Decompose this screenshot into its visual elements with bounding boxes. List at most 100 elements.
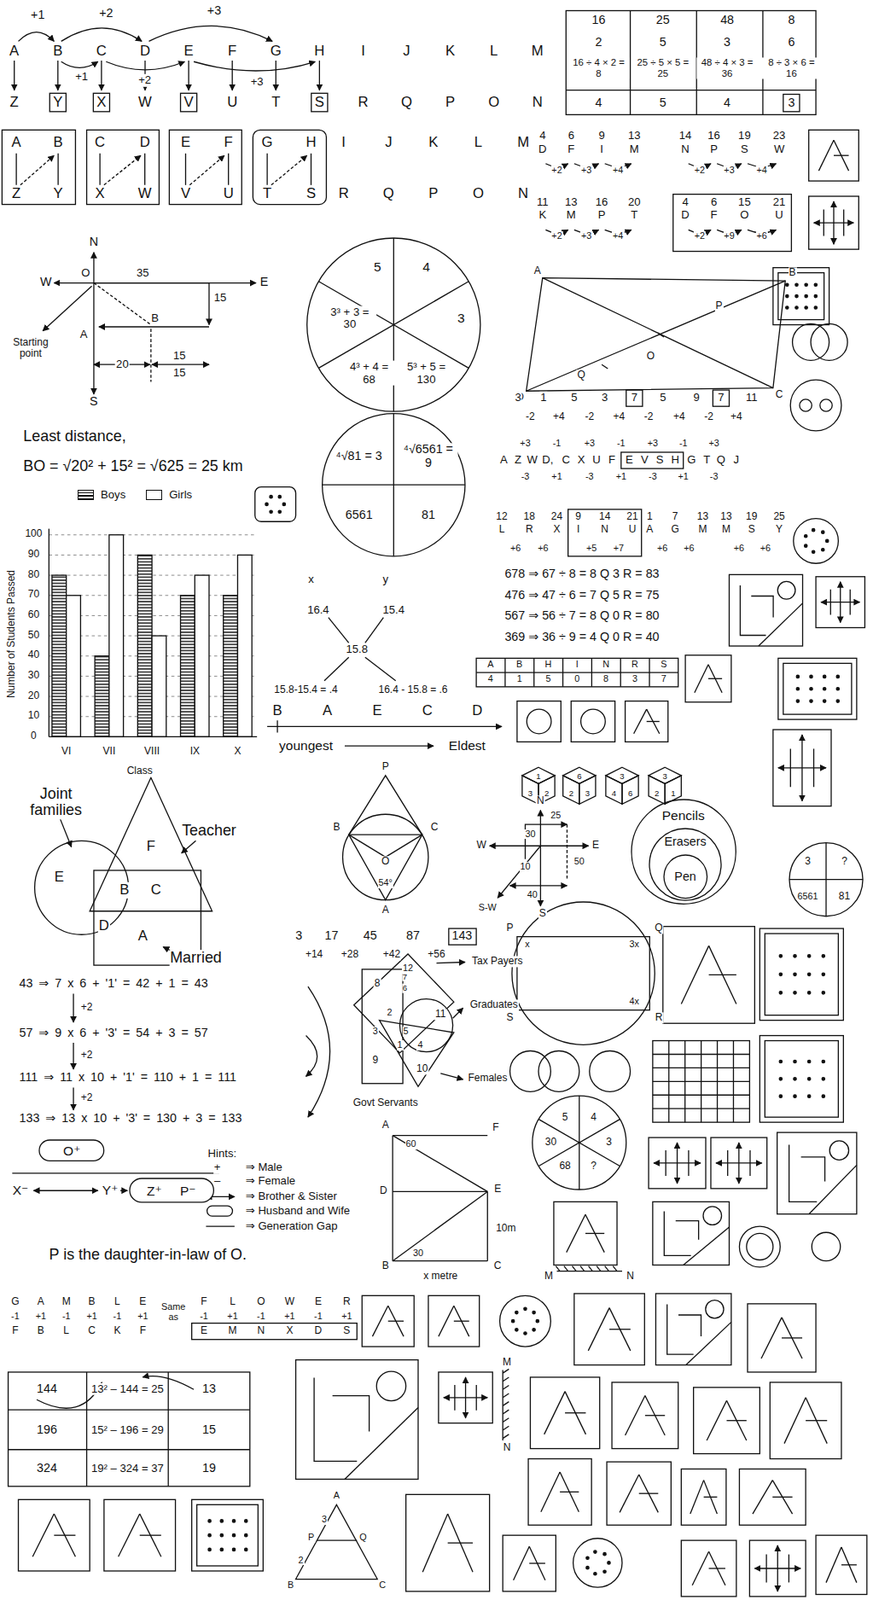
circle-shape — [793, 954, 797, 958]
line-segment — [708, 664, 722, 693]
circle-shape — [593, 1572, 597, 1576]
rect-shape — [104, 1499, 176, 1572]
circle-shape — [785, 294, 789, 297]
label-text: N — [517, 186, 530, 202]
line-segment — [104, 155, 141, 186]
label-text: – — [213, 1175, 222, 1188]
label-text: 3 — [584, 789, 591, 799]
label-text: +1 — [615, 471, 628, 483]
line-segment — [476, 671, 679, 673]
label-text: M — [543, 1271, 554, 1283]
label-text: M — [61, 1297, 72, 1309]
label-text: B — [381, 1261, 390, 1273]
label-text: 25 — [655, 13, 671, 28]
circle-shape — [829, 1140, 849, 1160]
label-text: S — [659, 659, 668, 670]
rect-shape — [553, 1201, 617, 1265]
label-text: L — [62, 1325, 70, 1337]
rect-shape — [769, 1382, 842, 1460]
label-text: VI — [60, 745, 72, 757]
label-text: K — [444, 43, 456, 59]
label-text: P — [597, 209, 607, 222]
line-segment — [317, 1539, 358, 1541]
label-text: V — [640, 453, 650, 466]
label-text: P — [714, 300, 723, 312]
curve-arrow — [61, 28, 142, 42]
label-text: 3 — [294, 929, 303, 943]
polyline-shape — [789, 1144, 818, 1202]
label-text: 6 — [786, 35, 796, 50]
line-segment — [538, 1119, 620, 1167]
line-segment — [605, 1266, 610, 1272]
line-segment — [453, 1385, 455, 1411]
polygon-shape — [296, 1504, 379, 1579]
node-text: Pen — [674, 870, 696, 885]
polyline-shape — [678, 1315, 702, 1337]
label-text: W — [284, 1297, 296, 1309]
label-text: 4 — [421, 260, 431, 275]
label-text: 15 — [213, 291, 228, 304]
line-segment — [86, 1372, 88, 1487]
label-text: +4 — [756, 165, 769, 176]
label-text: 3 — [786, 96, 796, 111]
label-text: F — [607, 453, 617, 466]
circle-shape — [796, 675, 799, 678]
line-segment — [392, 1260, 488, 1262]
node-shape — [663, 855, 708, 899]
label-text: Married — [168, 950, 223, 968]
line-segment — [708, 678, 722, 680]
rect-shape — [693, 1387, 761, 1455]
label-text: Number of Students Passed — [6, 569, 18, 699]
line-segment — [538, 1119, 620, 1167]
label-text: X — [576, 453, 587, 466]
label-text: L — [473, 134, 484, 151]
label-text: W — [137, 93, 153, 110]
line-segment — [72, 994, 74, 1023]
label-text: +28 — [340, 948, 360, 961]
rect-shape — [710, 1137, 768, 1189]
label-text: x — [523, 939, 530, 950]
label-text: 15 — [737, 195, 752, 208]
label-text: 13 — [201, 1382, 217, 1397]
label-text: 1 — [539, 391, 548, 404]
line-segment — [833, 155, 850, 157]
circle-shape — [779, 1094, 782, 1098]
circle-shape — [822, 687, 826, 691]
rect-shape — [197, 1504, 259, 1566]
circle-shape — [793, 1077, 797, 1081]
label-text: youngest — [278, 738, 334, 753]
circle-shape — [603, 1570, 606, 1573]
label-text: 6 — [710, 195, 718, 208]
label-text: 15 — [172, 349, 187, 362]
circle-shape — [220, 1519, 223, 1523]
label-text: 19² – 324 = 37 — [89, 1462, 165, 1475]
label-text: 5 — [561, 1111, 570, 1124]
label-text: 9 — [371, 1054, 379, 1066]
label-text: -3 — [584, 471, 595, 483]
label-text: V — [180, 186, 192, 202]
label-text: -1 — [61, 1311, 72, 1322]
label-text: 21 — [625, 511, 639, 523]
line-segment — [120, 1190, 128, 1192]
line-segment — [596, 1266, 601, 1272]
line-segment — [805, 1420, 827, 1421]
line-segment — [634, 709, 647, 734]
label-text: 8 — [373, 978, 382, 990]
label-text: x — [307, 573, 315, 586]
circle-shape — [821, 530, 825, 534]
label-text: T — [261, 186, 273, 202]
line-segment — [319, 60, 321, 91]
label-text: 30 — [523, 829, 536, 840]
label-text: P — [444, 93, 456, 110]
polygon-shape — [563, 767, 596, 784]
line-segment — [72, 1088, 74, 1111]
label-text: +1 — [34, 1311, 47, 1322]
line-segment — [15, 153, 17, 186]
label-text: 2 — [385, 1007, 393, 1019]
label-text: A — [79, 328, 89, 341]
rect-shape — [151, 635, 167, 737]
label-text: E — [372, 703, 384, 719]
label-text: W — [526, 453, 539, 466]
line-segment — [823, 209, 825, 237]
line-segment — [541, 1472, 560, 1513]
